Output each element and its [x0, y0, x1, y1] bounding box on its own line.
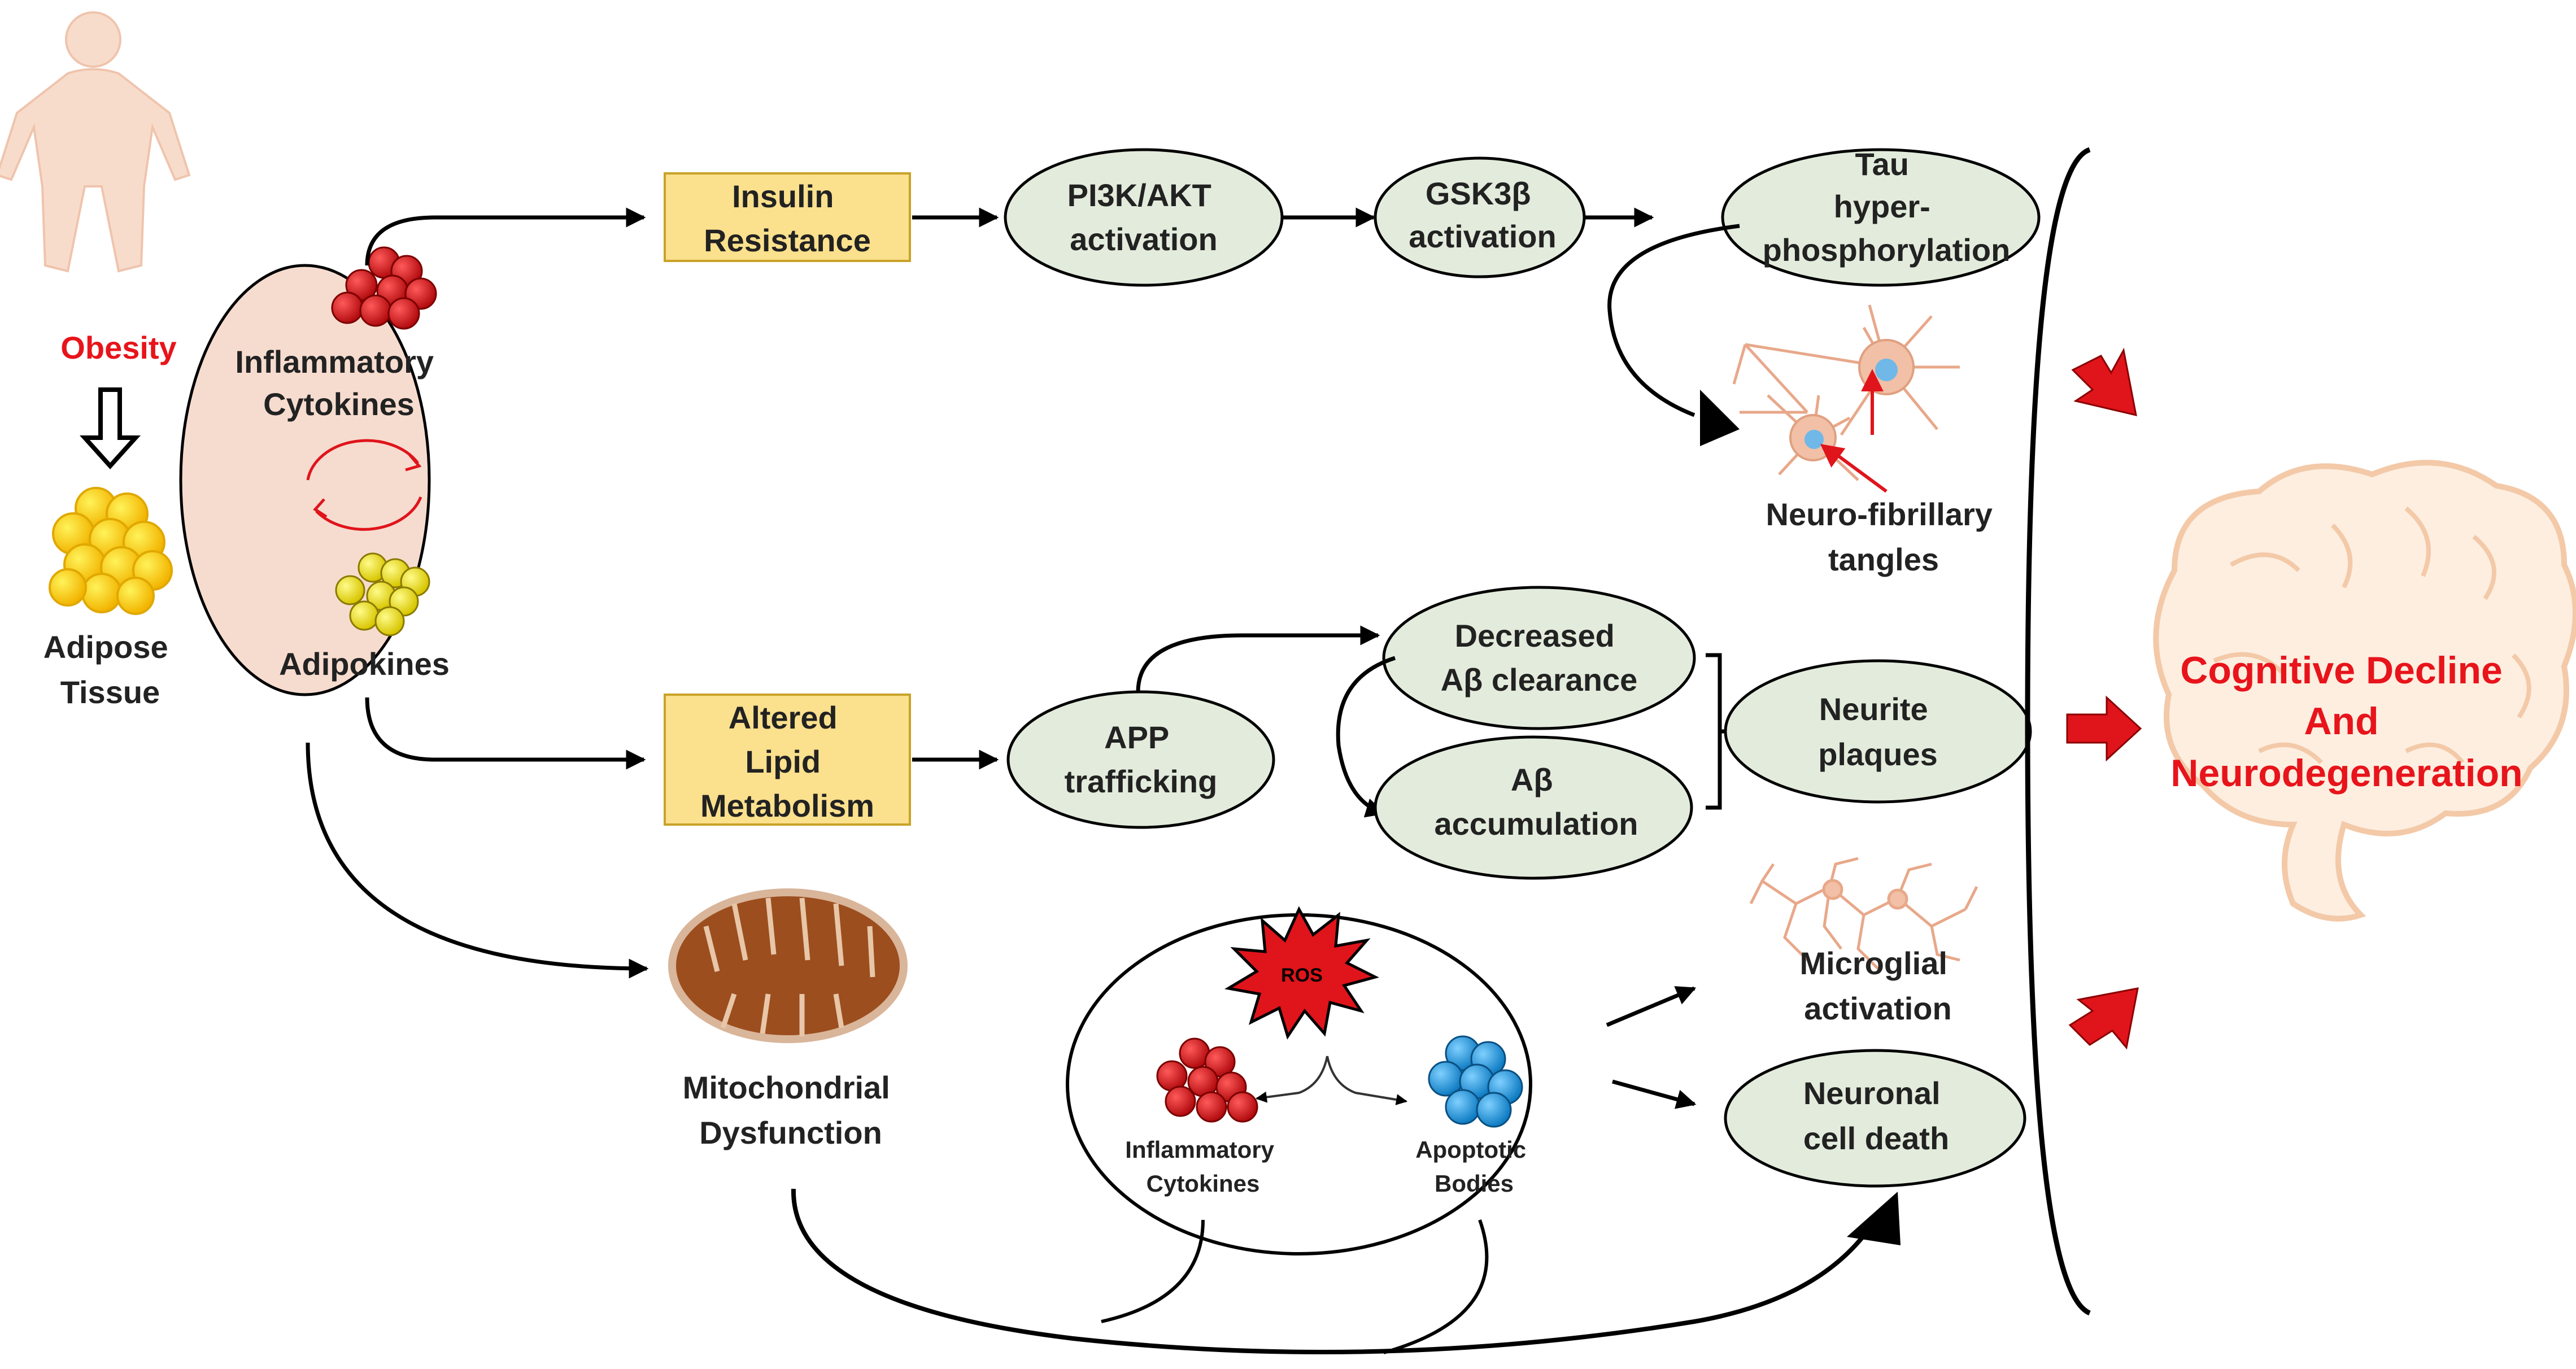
neuronal-death-label: Neuronal cell death [1803, 1075, 1949, 1156]
connector-hub-lipid [365, 697, 646, 770]
gsk3b-label: GSK3β activation [1409, 176, 1556, 254]
tau-node [1721, 148, 2041, 287]
curve-apoptotic-bottom [1383, 1219, 1489, 1354]
curve-cytokines-bottom [1101, 1219, 1205, 1323]
mito-label: Mitochondrial Dysfunction [683, 1070, 899, 1150]
split-arrows-icon [1256, 1056, 1407, 1105]
neuronal-death-node [1724, 1049, 2026, 1188]
microglia-label: Microglial activation [1800, 945, 1956, 1026]
adipose-hub-ellipse [179, 264, 431, 696]
outcome-arrow-icon [2066, 347, 2142, 1050]
arrow-stress-neuronal [1612, 1079, 1697, 1109]
curved-arrow-tau-tangles [1607, 224, 1740, 417]
cytokine-cluster-icon [331, 246, 437, 330]
neuron-icon [1732, 304, 1960, 481]
tangle-pointer-arrows [1820, 369, 1888, 493]
mitochondria-icon [668, 888, 908, 1043]
tangles-label: Neuro-fibrillary tangles [1766, 496, 2002, 577]
pi3k-akt-label: PI3K/AKT activation [1067, 177, 1221, 257]
adipose-tissue-label: Adipose Tissue [43, 629, 177, 710]
ros-burst-icon [1224, 906, 1379, 1040]
microglia-icon [1749, 857, 1978, 973]
convergence-bracket [2025, 147, 2091, 1316]
cycle-arrows-icon [306, 439, 422, 531]
arrowhead-neuronal [1847, 1192, 1901, 1245]
pi3k-akt-node [1004, 148, 1284, 287]
abeta-accumulation-node [1374, 735, 1693, 880]
decreased-clearance-node [1382, 586, 1696, 730]
connector-hub-insulin [365, 207, 646, 266]
arrow-stress-microglia [1606, 986, 1697, 1027]
arrow-app-clearance [1136, 625, 1380, 692]
app-trafficking-label: APP trafficking [1065, 720, 1218, 799]
hollow-down-arrow-icon [80, 387, 141, 469]
brain-icon [2153, 460, 2576, 922]
apoptotic-bodies-label: Apoptotic Bodies [1415, 1136, 1533, 1197]
human-body-icon [0, 11, 191, 273]
inner-cytokine-cluster-icon [1156, 1037, 1258, 1123]
obesity-label: Obesity [60, 330, 176, 365]
adipose-cells-icon [49, 487, 173, 615]
insulin-resistance-label: Insulin Resistance [704, 178, 871, 258]
app-trafficking-node [1006, 690, 1275, 829]
connector-hub-mito [306, 742, 649, 979]
altered-lipid-label: Altered Lipid Metabolism [700, 700, 874, 823]
decreased-clearance-label: Decreased Aβ clearance [1441, 618, 1638, 697]
ros-label: ROS [1281, 965, 1323, 986]
neuron-bodies-icon [1789, 339, 1915, 461]
insulin-resistance-box [664, 172, 911, 262]
inner-cytokines-label: Inflammatory Cytokines [1125, 1136, 1280, 1197]
apoptotic-bodies-icon [1428, 1035, 1523, 1128]
curved-arrow-clearance-accumulation [1336, 656, 1396, 818]
adipokine-cluster-icon [335, 552, 430, 636]
arrowhead-tau-tangles [1700, 390, 1740, 446]
curve-mito-to-neuronal [791, 1188, 1877, 1354]
hub-cytokines-label: Inflammatory Cytokines [235, 344, 442, 422]
outcome-label: Cognitive Decline And Neurodegeneration [2170, 649, 2522, 795]
neurite-plaques-label: Neurite plaques [1818, 691, 1938, 772]
tau-label: Tau hyper- phosphorylation [1763, 146, 2011, 268]
abeta-accumulation-label: Aβ accumulation [1435, 762, 1638, 842]
altered-lipid-box [664, 694, 911, 826]
neurite-plaques-node [1724, 659, 2032, 804]
hub-adipokines-label: Adipokines [279, 646, 450, 682]
